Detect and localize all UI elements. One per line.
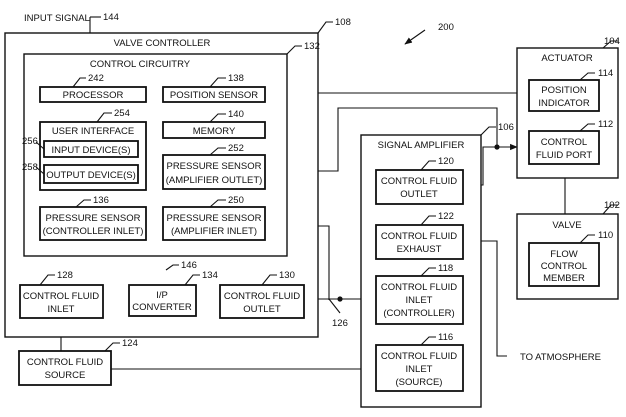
flow-control-line2: CONTROL — [541, 261, 587, 272]
output-device-ref: 258 — [22, 162, 38, 173]
junction-dot-port — [494, 144, 500, 150]
pressure-sensor-amp-inlet-box — [162, 206, 266, 241]
amp-inlet-source-box — [375, 344, 464, 392]
ps-amp-inlet-line1: PRESSURE SENSOR — [166, 213, 261, 224]
amp-exhaust-box — [375, 224, 464, 260]
position-sensor-ref: 138 — [228, 73, 244, 84]
signal-amplifier-box — [360, 134, 482, 408]
actuator-box — [516, 47, 619, 179]
junction-dot-126 — [337, 296, 343, 302]
position-indicator-box — [528, 79, 600, 112]
control-circuitry-title: CONTROL CIRCUITRY — [90, 59, 191, 70]
figure-number-arrow — [404, 29, 426, 45]
ctrl-fluid-inlet-line2: INLET — [48, 304, 75, 315]
amp-inlet-source-ref: 116 — [438, 332, 453, 343]
pressure-sensor-amp-outlet-box — [162, 154, 266, 190]
user-interface-title: USER INTERFACE — [52, 126, 134, 137]
ctrl-fluid-outlet-line2: OUTLET — [243, 304, 281, 315]
input-device-label: INPUT DEVICE(S) — [51, 145, 130, 156]
signal-amplifier-ref: 106 — [498, 122, 514, 133]
figure-number: 200 — [438, 22, 454, 33]
ps-amp-inlet-ref: 250 — [228, 195, 244, 206]
ctrl-fluid-source-ref: 124 — [122, 338, 138, 349]
ps-ctrl-inlet-line2: (CONTROLLER INLET) — [43, 226, 144, 237]
signal-amplifier-title: SIGNAL AMPLIFIER — [378, 140, 465, 151]
ps-amp-outlet-ref: 252 — [228, 143, 244, 154]
amp-exhaust-line2: EXHAUST — [397, 244, 442, 255]
position-indicator-line1: POSITION — [541, 85, 587, 96]
to-atmosphere-label: TO ATMOSPHERE — [520, 352, 601, 363]
amp-inlet-ctrl-line3: (CONTROLLER) — [383, 308, 454, 319]
ps-amp-outlet-line2: (AMPLIFIER OUTLET) — [166, 175, 263, 186]
user-interface-box — [39, 121, 147, 191]
ip-signal-ref: 146 — [181, 260, 197, 271]
position-indicator-line2: INDICATOR — [538, 98, 590, 109]
ctrl-fluid-inlet-line1: CONTROL FLUID — [23, 291, 99, 302]
ctrl-fluid-port-line1: CONTROL — [541, 137, 587, 148]
amp-inlet-ctrl-ref: 118 — [438, 263, 453, 274]
input-signal-ref: 144 — [103, 12, 119, 23]
control-fluid-inlet-box — [19, 284, 104, 319]
position-sensor-label: POSITION SENSOR — [170, 90, 258, 101]
ctrl-fluid-outlet-line1: CONTROL FLUID — [224, 291, 300, 302]
pressure-sensor-ctrl-inlet-box — [39, 206, 147, 241]
ctrl-fluid-source-line1: CONTROL FLUID — [27, 357, 103, 368]
input-signal-label: INPUT SIGNAL — [24, 13, 90, 24]
ip-converter-line2: CONVERTER — [132, 302, 192, 313]
position-indicator-ref: 114 — [598, 68, 613, 79]
valve-ref: 102 — [604, 200, 620, 211]
memory-label: MEMORY — [193, 126, 236, 137]
flow-control-line1: FLOW — [550, 249, 577, 260]
line-126-leader — [328, 298, 341, 314]
control-fluid-port-box — [528, 130, 600, 165]
control-fluid-source-box — [18, 350, 112, 386]
ctrl-fluid-source-line2: SOURCE — [45, 370, 86, 381]
ip-converter-ref: 134 — [202, 270, 218, 281]
ctrl-fluid-port-line2: FLUID PORT — [536, 150, 593, 161]
ps-amp-outlet-line1: PRESSURE SENSOR — [166, 161, 261, 172]
amp-outlet-line2: OUTLET — [400, 189, 438, 200]
line-126-ref: 126 — [332, 318, 348, 329]
valve-controller-ref: 108 — [335, 17, 351, 28]
valve-title: VALVE — [552, 220, 581, 231]
valve-box — [516, 213, 619, 300]
position-sensor-box — [162, 86, 266, 103]
flow-control-member-box — [528, 242, 600, 287]
input-device-ref: 256 — [22, 136, 38, 147]
amp-outlet-ref: 120 — [438, 156, 454, 167]
actuator-ref: 104 — [604, 36, 620, 47]
amp-inlet-source-line3: (SOURCE) — [396, 377, 443, 388]
ip-converter-box — [128, 284, 197, 317]
valve-controller-title: VALVE CONTROLLER — [114, 38, 211, 49]
processor-ref: 242 — [88, 73, 104, 84]
amp-outlet-line1: CONTROL FLUID — [381, 176, 457, 187]
ctrl-fluid-inlet-ref: 128 — [57, 270, 73, 281]
amp-inlet-ctrl-line2: INLET — [406, 295, 433, 306]
ps-ctrl-inlet-line1: PRESSURE SENSOR — [45, 213, 140, 224]
amp-inlet-ctrl-line1: CONTROL FLUID — [381, 282, 457, 293]
amp-inlet-source-line1: CONTROL FLUID — [381, 351, 457, 362]
ps-amp-inlet-line2: (AMPLIFIER INLET) — [171, 226, 257, 237]
amp-exhaust-line1: CONTROL FLUID — [381, 231, 457, 242]
ctrl-fluid-port-ref: 112 — [598, 119, 613, 130]
ps-ctrl-inlet-ref: 136 — [93, 195, 109, 206]
amp-inlet-controller-box — [375, 275, 464, 325]
memory-box — [162, 121, 266, 139]
processor-label: PROCESSOR — [63, 90, 124, 101]
amp-exhaust-ref: 122 — [438, 211, 454, 222]
amp-outlet-box — [375, 169, 464, 205]
flow-control-line3: MEMBER — [543, 273, 585, 284]
processor-box — [39, 86, 147, 103]
amp-inlet-source-line2: INLET — [406, 364, 433, 375]
user-interface-ref: 254 — [114, 108, 130, 119]
memory-ref: 140 — [228, 109, 244, 120]
flow-control-ref: 110 — [598, 230, 613, 241]
ip-converter-line1: I/P — [156, 290, 168, 301]
control-circuitry-ref: 132 — [304, 41, 320, 52]
ctrl-fluid-outlet-ref: 130 — [279, 270, 295, 281]
output-device-label: OUTPUT DEVICE(S) — [46, 170, 136, 181]
actuator-title: ACTUATOR — [541, 53, 593, 64]
ref-leaders — [35, 21, 618, 352]
